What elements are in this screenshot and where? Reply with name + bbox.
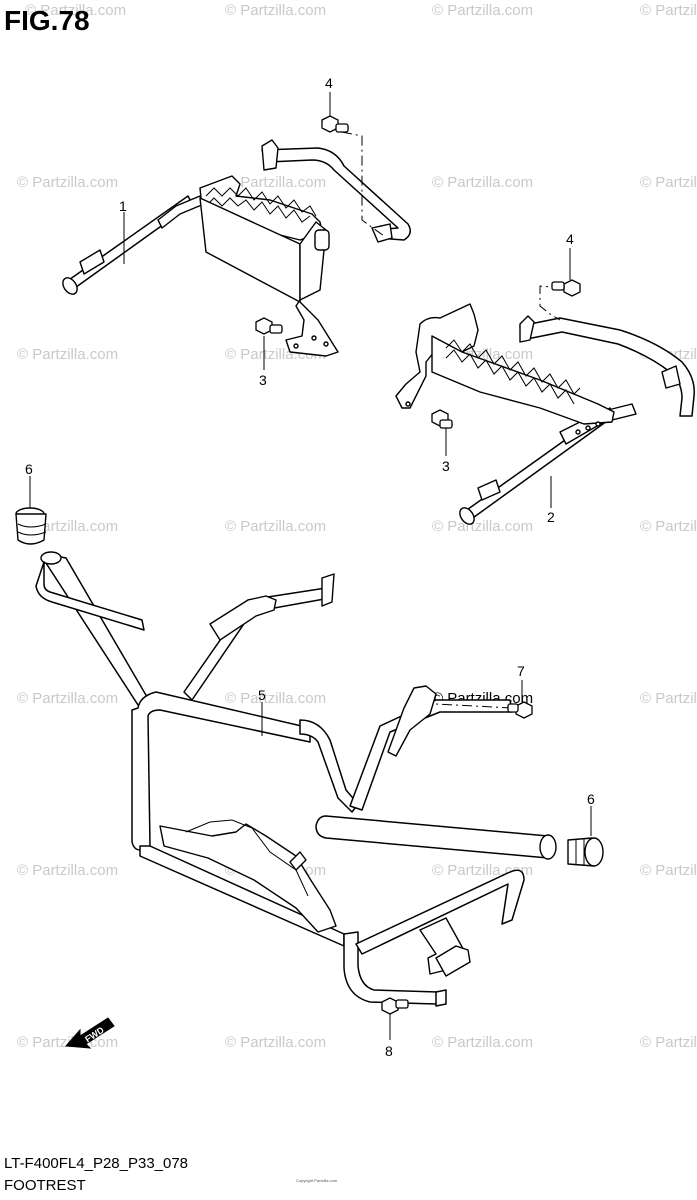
callout-7: 7	[517, 663, 525, 679]
watermark: © Partzilla.com	[640, 690, 697, 707]
watermark: © Partzilla.com	[17, 174, 118, 191]
bolt-3-lower	[431, 409, 453, 429]
watermark: © Partzilla.com	[17, 690, 118, 707]
watermark: © Partzilla.com	[432, 174, 533, 191]
watermark: © Partzilla.com	[432, 518, 533, 535]
watermark: © Partzilla.com	[225, 690, 326, 707]
bolt-7	[507, 701, 533, 719]
watermark: © Partzilla.com	[225, 518, 326, 535]
watermark: © Partzilla.com	[225, 2, 326, 19]
callout-8: 8	[385, 1043, 393, 1059]
watermark: © Partzilla.com	[25, 2, 126, 19]
part-5-footrest-guard	[35, 551, 557, 1007]
figure-name: FOOTREST	[4, 1177, 86, 1194]
callout-1: 1	[119, 198, 127, 214]
bolt-4-upper	[321, 115, 349, 133]
part-2-right-footrest	[395, 303, 695, 525]
grommet-6-lower	[567, 837, 604, 867]
part-1-left-footrest	[62, 139, 411, 357]
watermark: © Partzilla.com	[640, 518, 697, 535]
watermark-layer: © Partzilla.com © Partzilla.com © Partzi…	[17, 2, 697, 1051]
figure-code: LT-F400FL4_P28_P33_078	[4, 1155, 188, 1172]
watermark: © Partzilla.com	[225, 1034, 326, 1051]
callout-6-lower: 6	[587, 791, 595, 807]
watermark: © Partzilla.com	[17, 1034, 118, 1051]
watermark: © Partzilla.com	[432, 2, 533, 19]
watermark: © Partzilla.com	[432, 1034, 533, 1051]
callout-numbers: 1 2 3 3 4 4 5 6 6 7 8	[25, 75, 595, 1059]
watermark: © Partzilla.com	[640, 862, 697, 879]
callout-5: 5	[258, 687, 266, 703]
fasteners	[15, 115, 604, 1015]
fine-print: Copyright Partzilla.com	[296, 1178, 338, 1183]
grommet-6-upper	[15, 507, 47, 545]
watermark: © Partzilla.com	[640, 2, 697, 19]
figure-title: FIG.78	[4, 5, 90, 36]
bolt-3-upper	[255, 317, 283, 335]
bolt-4-lower	[551, 279, 581, 297]
watermark: © Partzilla.com	[17, 862, 118, 879]
watermark: © Partzilla.com	[640, 1034, 697, 1051]
callout-4-lower: 4	[566, 231, 574, 247]
watermark: © Partzilla.com	[225, 174, 326, 191]
bolt-8	[381, 997, 409, 1015]
callout-2: 2	[547, 509, 555, 525]
watermark: © Partzilla.com	[17, 346, 118, 363]
callout-leaders	[29, 92, 592, 1040]
callout-3-lower: 3	[442, 458, 450, 474]
dashed-leaders	[341, 131, 563, 709]
callout-4-upper: 4	[325, 75, 333, 91]
callout-6-upper: 6	[25, 461, 33, 477]
watermark: © Partzilla.com	[640, 174, 697, 191]
callout-3-upper: 3	[259, 372, 267, 388]
